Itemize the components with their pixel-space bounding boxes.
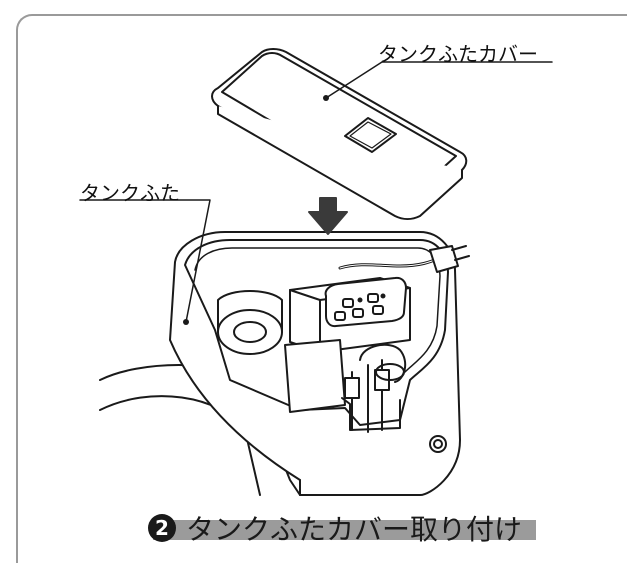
tank-lid-label: タンクふた	[80, 181, 180, 205]
step-number-badge: 2	[148, 514, 176, 542]
caption-highlight	[153, 520, 536, 540]
illustration-frame	[16, 14, 627, 563]
step-caption-text: タンクふたカバー取り付け	[186, 513, 523, 546]
step-caption: 2 タンクふたカバー取り付け	[148, 508, 522, 548]
tank-lid-cover-label: タンクふたカバー	[378, 42, 538, 66]
